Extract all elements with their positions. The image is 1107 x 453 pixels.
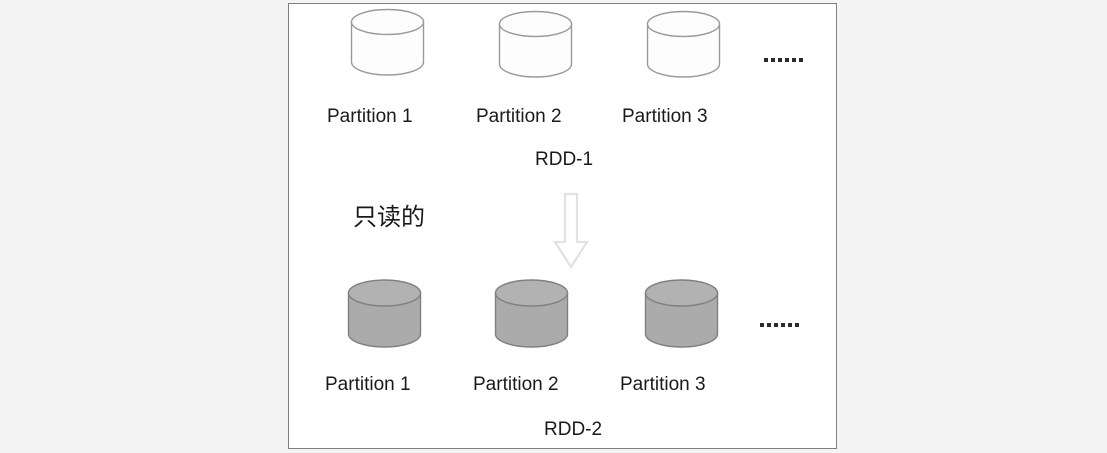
top-partition-label-3: Partition 3 <box>622 106 708 127</box>
top-ellipsis-dots <box>764 58 803 62</box>
rdd-2-label: RDD-2 <box>544 419 603 440</box>
bottom-ellipsis-dots <box>760 323 799 327</box>
bottom-partition-label-2: Partition 2 <box>473 374 559 395</box>
top-partition-label-1: Partition 1 <box>327 106 413 127</box>
partition-cylinder-bottom-2 <box>494 278 569 350</box>
partition-cylinder-top-3 <box>646 10 721 78</box>
bottom-partition-label-3: Partition 3 <box>620 374 706 395</box>
top-partition-label-2: Partition 2 <box>476 106 562 127</box>
partition-cylinder-bottom-1 <box>347 278 422 350</box>
diagram-panel: Partition 1 Partition 2 Partition 3 RDD-… <box>288 3 837 449</box>
partition-cylinder-top-2 <box>498 10 573 78</box>
arrow-down-icon <box>551 192 591 270</box>
read-only-annotation: 只读的 <box>353 203 425 231</box>
bottom-partition-label-1: Partition 1 <box>325 374 411 395</box>
rdd-1-label: RDD-1 <box>535 149 594 170</box>
partition-cylinder-top-1 <box>350 8 425 76</box>
partition-cylinder-bottom-3 <box>644 278 719 350</box>
